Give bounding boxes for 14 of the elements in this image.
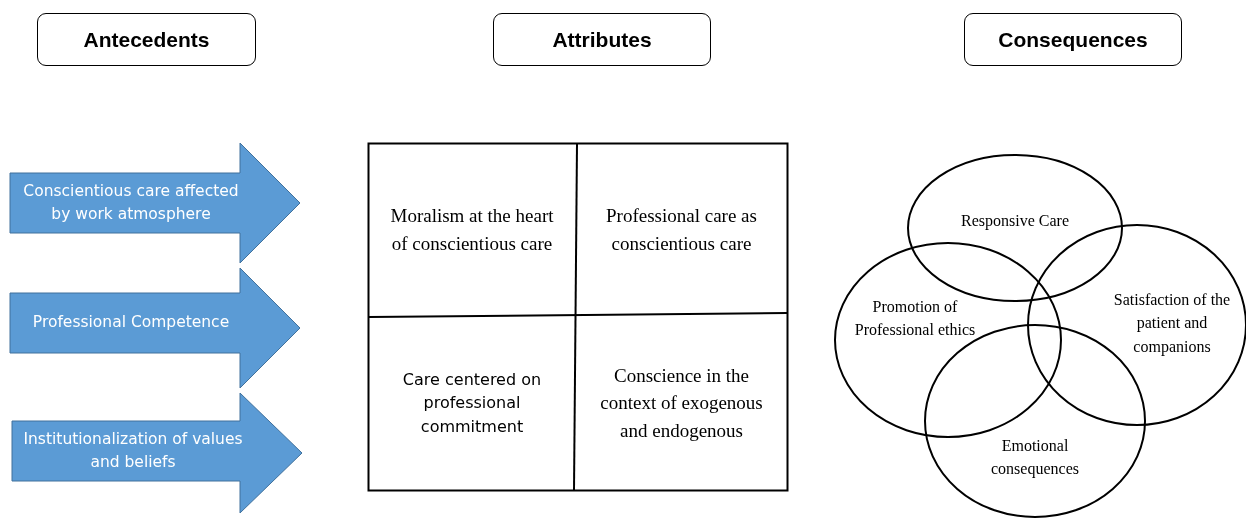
heading-box: Consequences [964, 13, 1182, 66]
circle-label: Emotional consequences [990, 435, 1080, 480]
circle-label: Satisfaction of the patient and companions [1112, 290, 1232, 358]
cell-text: Care centered on professional commitment [401, 369, 543, 438]
arrow-label: Institutionalization of values and beliefs [22, 428, 244, 473]
cell-text: Conscience in the context of exogenous and endogenous [599, 363, 764, 443]
cell-text: Moralism at the heart of conscientious care [389, 203, 555, 256]
arrow-label: Professional Competence [32, 312, 230, 334]
circle-label: Responsive Care [961, 211, 1069, 232]
heading-box: Attributes [493, 13, 711, 66]
heading-box: Antecedents [37, 13, 256, 66]
arrow-label: Conscientious care affected by work atmosphere [22, 180, 240, 225]
cell-text: Professional care as conscientious care [605, 203, 758, 256]
circle-label: Promotion of Professional ethics [853, 296, 977, 340]
